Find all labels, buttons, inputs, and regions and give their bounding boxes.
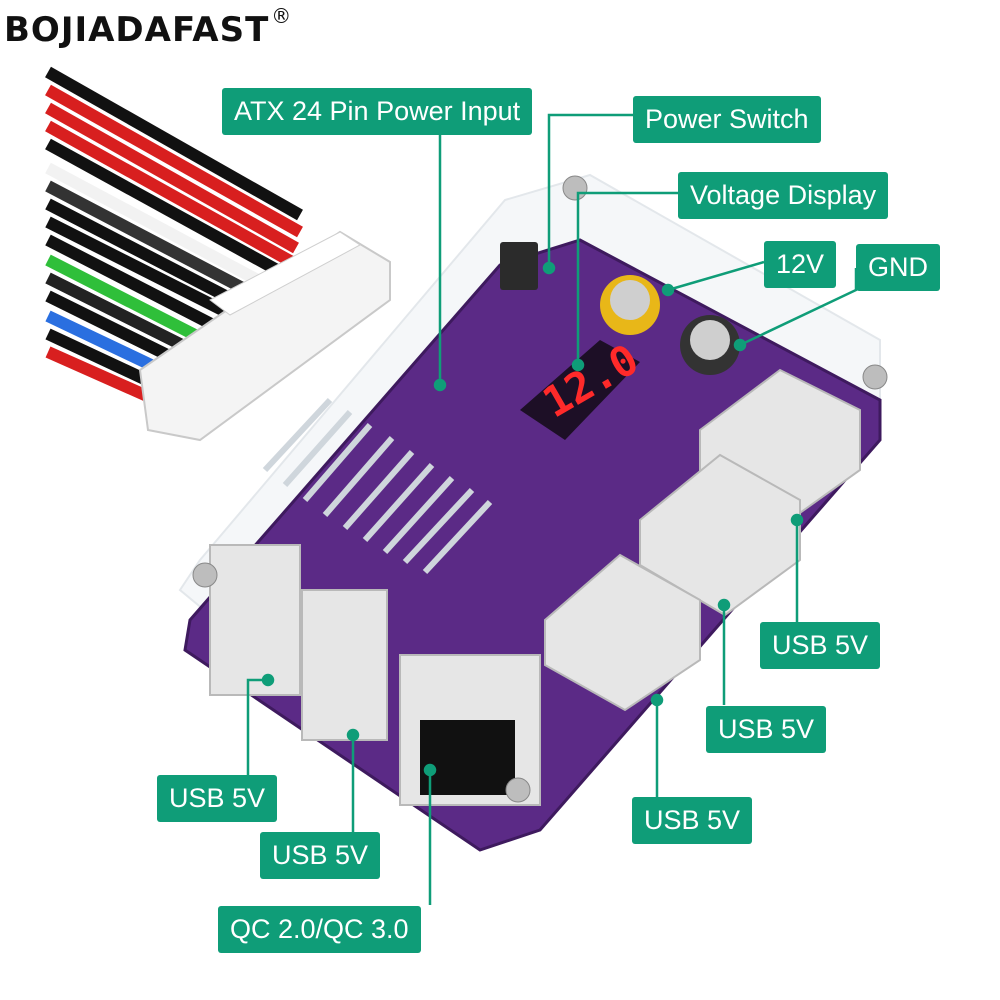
atx-connector <box>138 230 391 442</box>
brand-logo: BOJIADAFAST® <box>4 4 292 50</box>
label-power-switch: Power Switch <box>633 96 821 143</box>
leader-lines <box>246 113 858 905</box>
usb-ports-front <box>209 544 541 806</box>
label-gnd: GND <box>856 244 940 291</box>
brand-name: BOJIADAFAST <box>4 10 270 50</box>
label-voltage-display: Voltage Display <box>678 172 889 219</box>
heat-sink <box>262 397 493 575</box>
label-usb-right-3: USB 5V <box>632 797 753 844</box>
registered-mark: ® <box>271 4 293 28</box>
label-atx-24-pin: ATX 24 Pin Power Input <box>222 88 533 135</box>
label-usb-left-2: USB 5V <box>260 832 381 879</box>
label-qc: QC 2.0/QC 3.0 <box>218 906 421 953</box>
label-12v: 12V <box>764 241 837 288</box>
label-usb-left-1: USB 5V <box>157 775 278 822</box>
power-switch <box>500 242 538 290</box>
usb-ports-right <box>544 368 861 712</box>
label-usb-right-2: USB 5V <box>706 706 827 753</box>
corner-screws <box>192 175 888 803</box>
label-usb-right-1: USB 5V <box>760 622 881 669</box>
